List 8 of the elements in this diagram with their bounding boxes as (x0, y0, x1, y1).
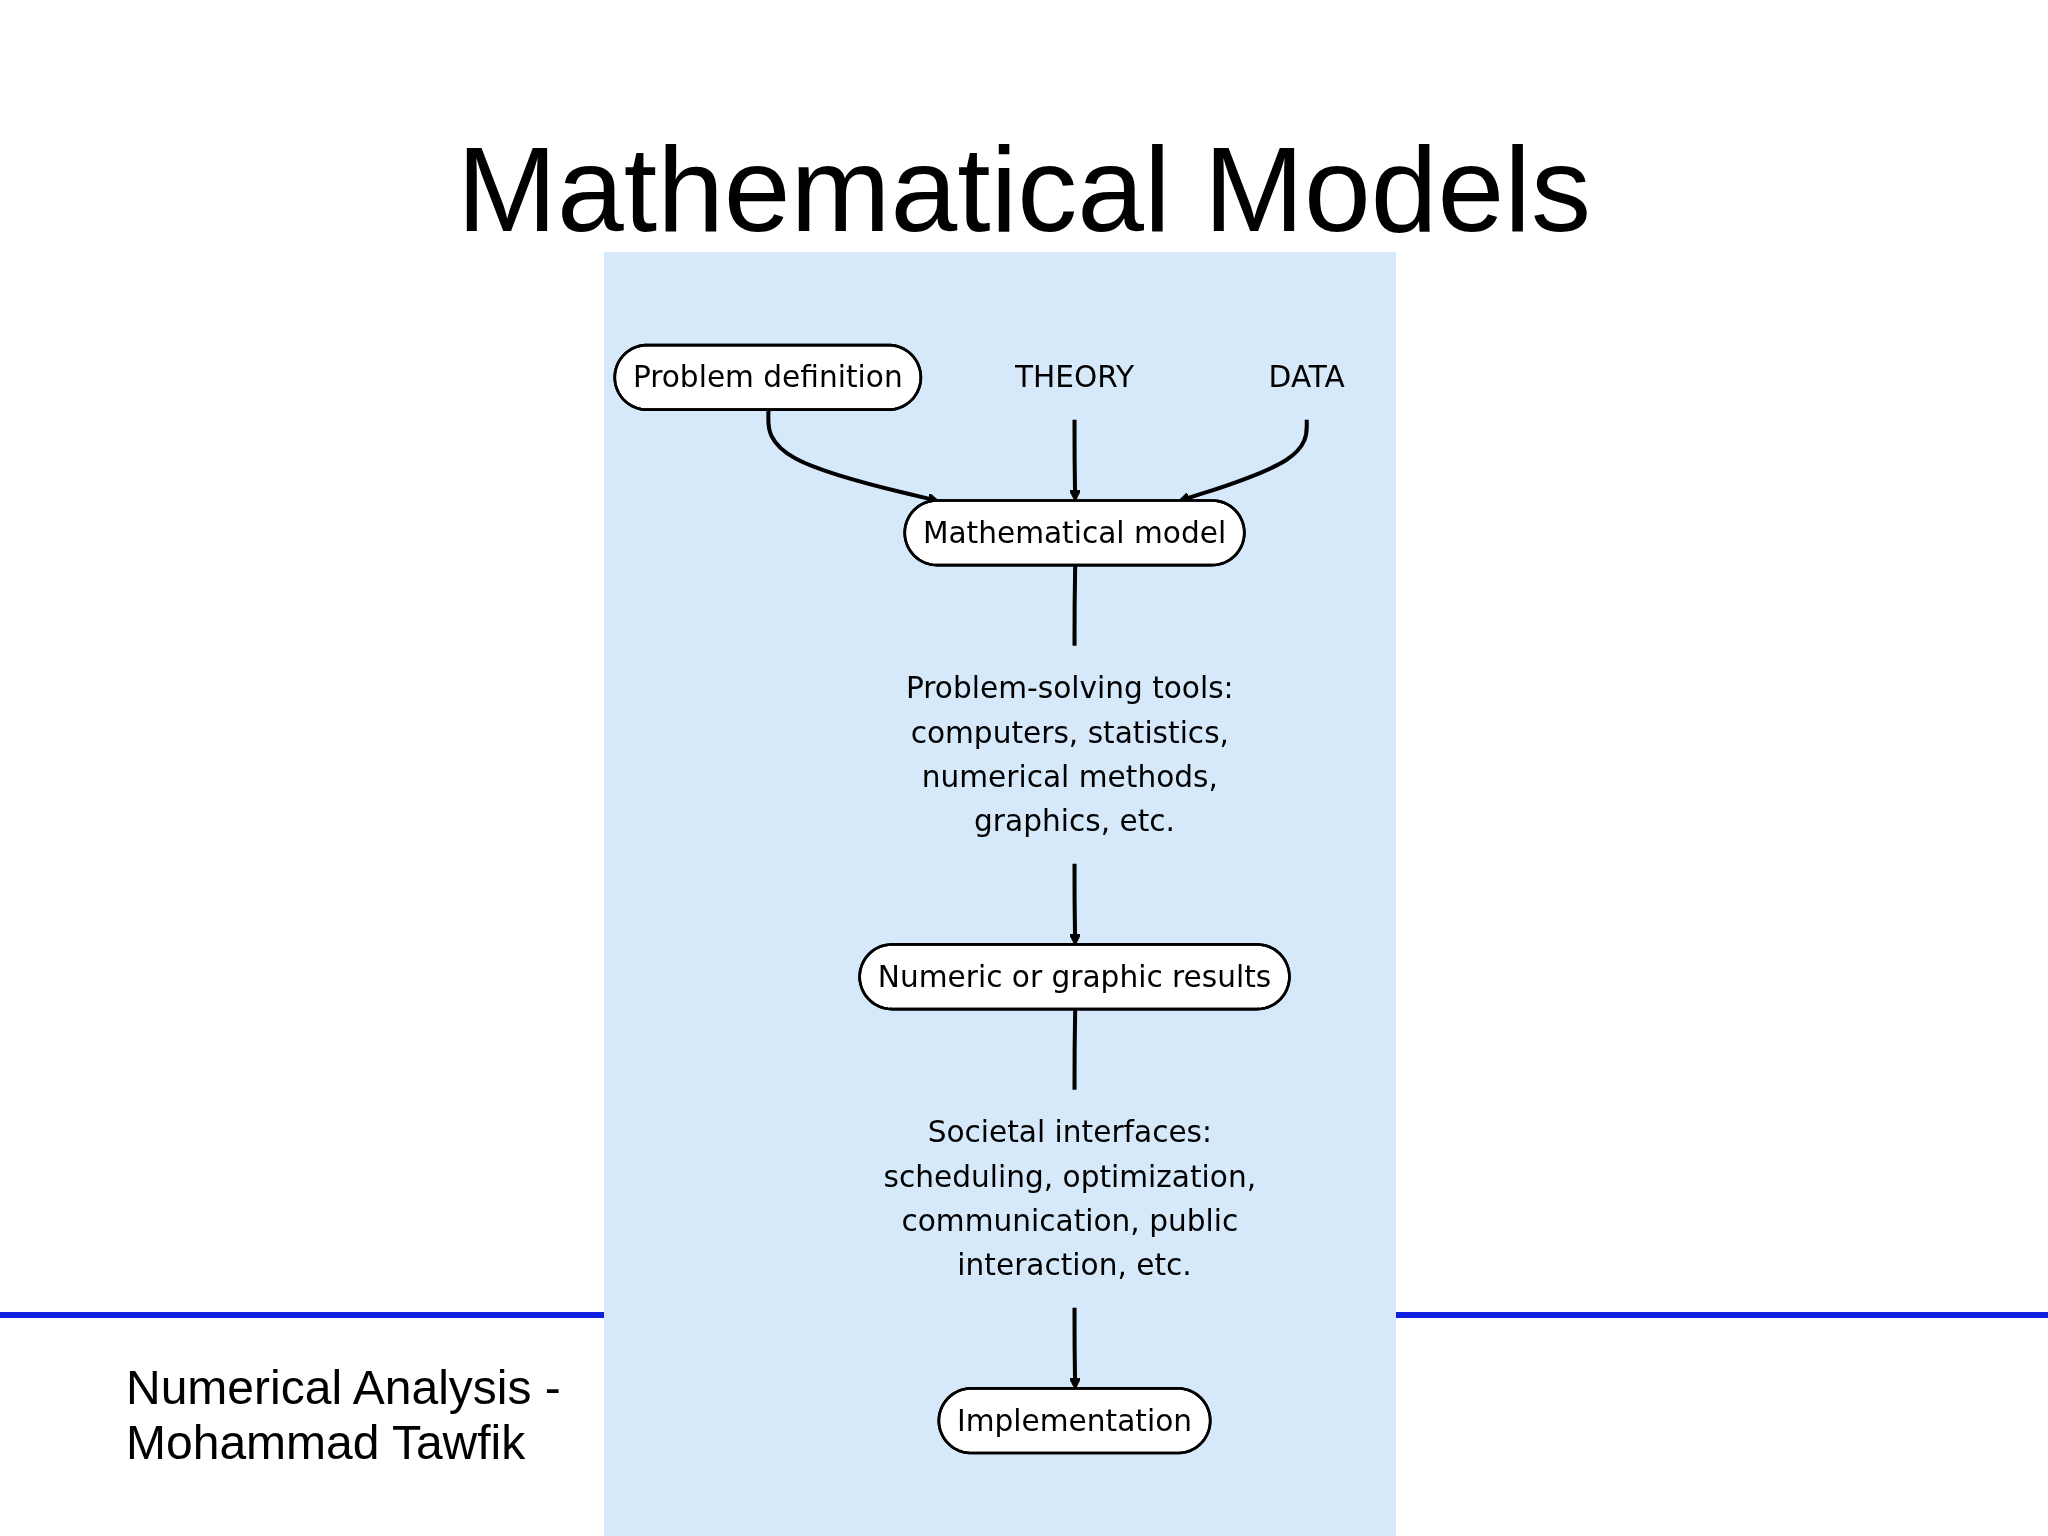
footer-text: Numerical Analysis - Mohammad Tawfik (126, 1360, 562, 1470)
node-text: THEORY (1014, 360, 1135, 395)
connector (1072, 565, 1078, 646)
connector (1072, 1009, 1078, 1090)
node-text: Problem-solving tools: computers, statistics, numerical methods, graphics, etc. (906, 671, 1234, 839)
node-text: DATA (1268, 360, 1345, 395)
node-text: Societal interfaces: scheduling, optimization, communication, public interaction, etc. (883, 1115, 1257, 1283)
diagram-panel: Problem definition THEORY Mathematical model DATA Problem-solving tools: computers, statistics, numerical methods, graphics, etc. Numeric or graphic results Societal interfaces: scheduling, optimization, communication, public interaction, etc. Implementation (604, 252, 1396, 1536)
